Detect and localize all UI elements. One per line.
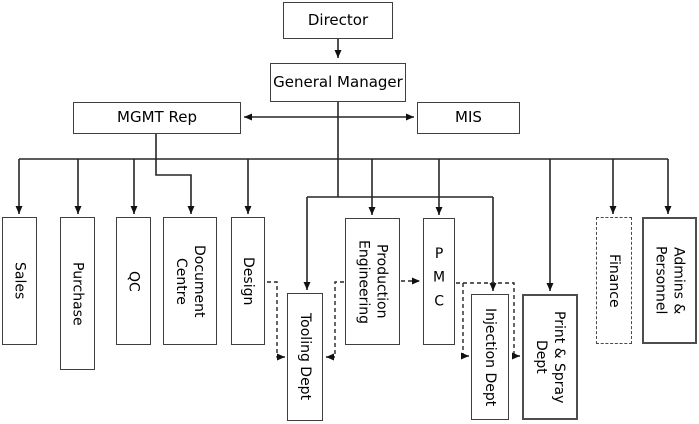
node-injection-dept-label: Injection Dept: [482, 307, 499, 407]
node-admins-personnel: Admins & Personnel: [642, 217, 697, 344]
node-general-manager: General Manager: [270, 63, 406, 102]
node-tooling-dept: Tooling Dept: [287, 293, 323, 421]
node-qc-label: QC: [125, 270, 142, 292]
node-sales: Sales: [2, 217, 37, 345]
edge-design-tooling-dashed: [267, 281, 285, 361]
node-design: Design: [231, 217, 265, 345]
node-mis: MIS: [417, 102, 520, 134]
node-sales-label: Sales: [11, 262, 28, 300]
node-document-centre-label: Document Centre: [173, 244, 208, 318]
node-print-spray-dept: Print & Spray Dept: [522, 294, 578, 420]
node-production-engineering-label: Production Engineering: [355, 239, 390, 324]
node-design-label: Design: [240, 256, 257, 306]
node-general-manager-label: General Manager: [273, 72, 403, 91]
node-qc: QC: [116, 217, 151, 345]
node-document-centre: Document Centre: [163, 217, 217, 345]
node-production-engineering: Production Engineering: [345, 218, 400, 345]
node-pmc-label: PMC: [431, 245, 448, 318]
edge-pmc-printspray-dashed: [463, 282, 520, 360]
edge-mgmtrep-doccentre: [155, 134, 195, 214]
node-injection-dept: Injection Dept: [471, 294, 509, 420]
edge-pmc-injection-dashed: [456, 282, 469, 360]
node-print-spray-dept-label: Print & Spray Dept: [533, 310, 568, 404]
node-purchase: Purchase: [60, 217, 95, 370]
node-pmc: PMC: [423, 218, 455, 345]
node-finance-label: Finance: [606, 253, 623, 308]
node-finance: Finance: [596, 217, 632, 344]
node-mgmt-rep: MGMT Rep: [73, 102, 241, 134]
node-tooling-dept-label: Tooling Dept: [297, 313, 314, 401]
node-purchase-label: Purchase: [69, 261, 86, 326]
node-mgmt-rep-label: MGMT Rep: [117, 108, 197, 127]
edge-pe-tooling-dashed: [326, 281, 344, 361]
node-director-label: Director: [307, 10, 369, 29]
node-mis-label: MIS: [455, 108, 482, 127]
node-director: Director: [283, 2, 393, 39]
node-admins-personnel-label: Admins & Personnel: [652, 246, 687, 315]
